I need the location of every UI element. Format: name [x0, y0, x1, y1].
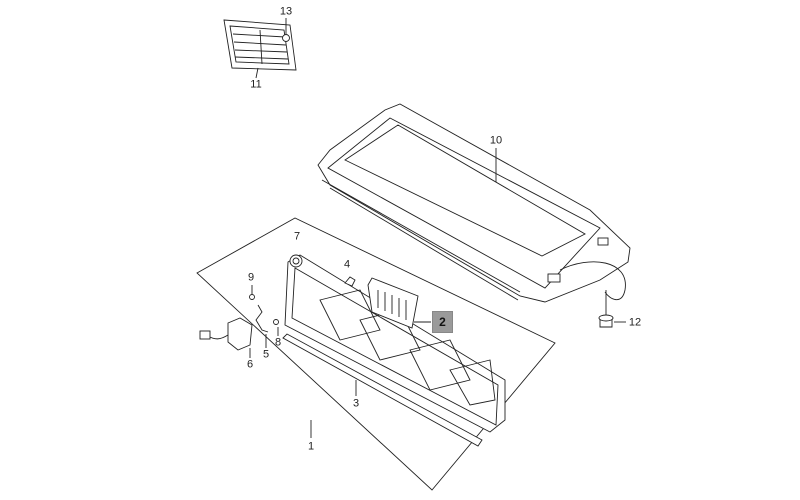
callout-3[interactable]: 3 [352, 397, 360, 410]
callout-2-highlighted[interactable]: 2 [432, 311, 453, 333]
callout-10[interactable]: 10 [489, 134, 503, 147]
callout-1[interactable]: 1 [307, 440, 315, 453]
assembly-1-boundary [196, 217, 556, 491]
part-10-tray-frame[interactable] [317, 103, 631, 303]
part-4-clip[interactable] [344, 276, 356, 287]
part-3-strip[interactable] [282, 333, 483, 447]
callout-6[interactable]: 6 [246, 358, 254, 371]
leader-lines-top [255, 18, 287, 79]
housing-panel[interactable] [284, 254, 506, 433]
part-7-knob[interactable] [289, 254, 303, 268]
part-5-bracket[interactable] [255, 304, 269, 333]
part-11-vent-grille[interactable] [223, 19, 297, 71]
callout-4[interactable]: 4 [343, 258, 351, 271]
callout-11[interactable]: 11 [250, 78, 262, 91]
part-2-switch-block[interactable] [367, 277, 419, 329]
callout-5[interactable]: 5 [262, 348, 270, 361]
part-8-screw[interactable] [273, 319, 279, 325]
callout-9[interactable]: 9 [247, 271, 255, 284]
callout-7[interactable]: 7 [293, 230, 301, 243]
part-6-motor[interactable] [199, 317, 253, 351]
callout-12[interactable]: 12 [628, 316, 642, 329]
callout-8[interactable]: 8 [274, 336, 282, 349]
leader-lines-small [251, 285, 279, 348]
part-12-grommet[interactable] [598, 290, 614, 328]
callout-13[interactable]: 13 [279, 5, 293, 18]
part-13-screw[interactable] [282, 34, 290, 42]
part-9-screw[interactable] [249, 294, 255, 300]
